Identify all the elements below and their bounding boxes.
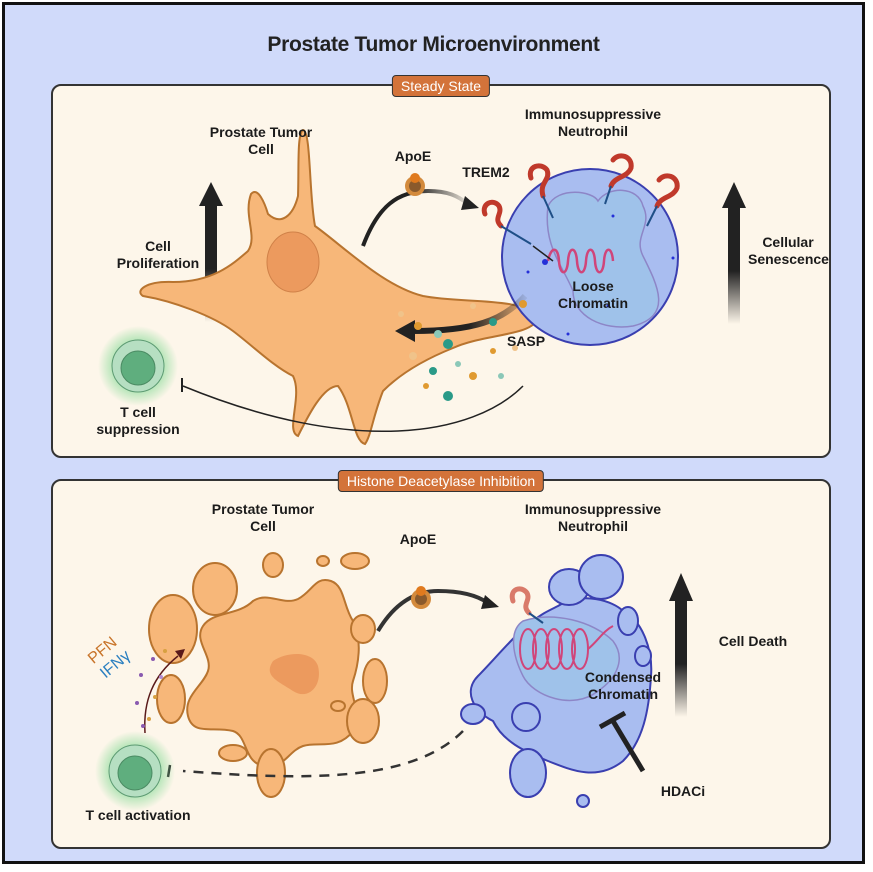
label-apoe-steady: ApoE	[394, 148, 432, 164]
prostate-tumor-cell	[139, 128, 540, 446]
receptor-icon-hdac	[509, 586, 532, 616]
figure-frame: Prostate Tumor Microenvironment Steady S…	[2, 2, 865, 864]
hdaci-inhibition-line	[610, 719, 646, 773]
label-trem2: TREM2	[462, 164, 510, 180]
pfn-ifng-arrow	[144, 655, 179, 734]
t-cell-suppressed	[98, 326, 178, 406]
activation-dashed-line	[182, 730, 464, 778]
label-cell-proliferation: Cell Proliferation	[116, 238, 200, 271]
cytokine-particles	[135, 649, 167, 728]
label-t-cell-activation: T cell activation	[85, 807, 191, 823]
label-t-cell-suppression: T cell suppression	[96, 404, 180, 437]
apoe-arrow-hdac	[376, 588, 490, 633]
t-cell-activated	[95, 731, 175, 811]
prostate-tumor-cell-fragmented	[148, 552, 388, 798]
suppression-inhibition-line	[182, 385, 524, 433]
label-cellular-senescence: Cellular Senescence	[748, 234, 829, 267]
condensed-chromatin	[519, 625, 614, 670]
panel-steady-state: Steady State	[51, 75, 831, 458]
figure-title: Prostate Tumor Microenvironment	[267, 33, 600, 56]
immunosuppressive-neutrophil	[501, 168, 679, 346]
label-hdaci: HDACi	[660, 783, 706, 799]
label-condensed-chromatin: Condensed Chromatin	[584, 669, 662, 702]
apoe-particle-icon	[405, 173, 425, 196]
sasp-particles	[398, 300, 527, 401]
sasp-arrow	[412, 294, 528, 334]
label-loose-chromatin: Loose Chromatin	[558, 278, 628, 311]
panel-tag-hdac-inhibition: Histone Deacetylase Inhibition	[337, 470, 545, 492]
steady-state-illustration	[98, 128, 746, 446]
label-cell-death: Cell Death	[718, 633, 788, 649]
tumor-nucleus	[266, 231, 320, 293]
cellular-senescence-arrow	[722, 182, 746, 324]
trem2-receptor-icons	[481, 153, 680, 229]
label-neutrophil-hdac: Immunosuppressive Neutrophil	[524, 501, 662, 534]
apoe-particle-icon-hdac	[411, 586, 431, 609]
trem2-signal-arrow	[532, 245, 554, 262]
label-neutrophil-steady: Immunosuppressive Neutrophil	[524, 106, 662, 139]
apoe-arrow	[361, 188, 470, 247]
label-tumor-cell-steady: Prostate Tumor Cell	[209, 124, 313, 157]
hdac-inhibition-illustration	[95, 552, 693, 811]
label-sasp: SASP	[506, 333, 546, 349]
label-apoe-hdac: ApoE	[399, 531, 437, 547]
label-tumor-cell-hdac: Prostate Tumor Cell	[211, 501, 315, 534]
loose-chromatin	[546, 248, 615, 274]
panel-hdac-inhibition: Histone Deacetylase Inhibition	[51, 470, 831, 849]
cell-death-arrow	[669, 573, 693, 717]
panel-tag-steady-state: Steady State	[391, 75, 491, 97]
